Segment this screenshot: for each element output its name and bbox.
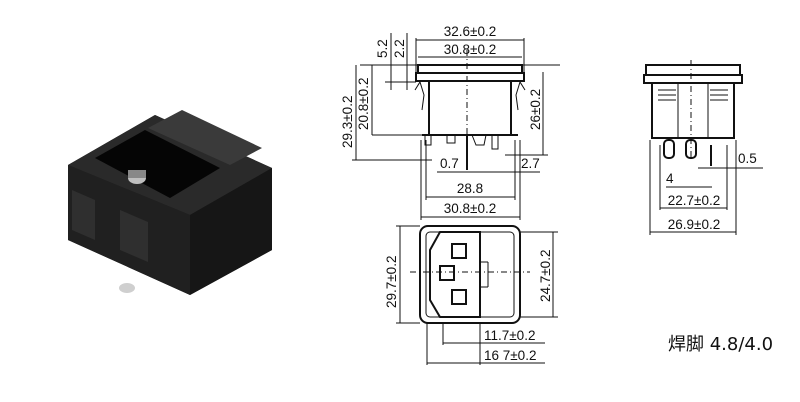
dim-0-7: 0.7: [440, 156, 459, 171]
product-photo: [68, 110, 272, 295]
dim-0-5: 0.5: [738, 151, 757, 166]
dim-body-height: 20.8±0.2: [356, 78, 371, 130]
side-view: 0.5 4 22.7±0.2 26.9±0.2: [643, 60, 763, 235]
face-view: 29.7±0.2 24.7±0.2 11.7±0.2 16 7±0.2: [384, 225, 558, 365]
dim-pin-spacing: 4: [666, 171, 674, 186]
dim-top-outer: 32.6±0.2: [444, 24, 496, 39]
dim-pin-span: 28.8: [457, 181, 483, 196]
dim-outer-width: 26.9±0.2: [668, 217, 720, 232]
dim-inner-width: 22.7±0.2: [668, 193, 720, 208]
dim-16-7: 16 7±0.2: [484, 348, 536, 363]
solder-pin-caption: 焊脚 4.8/4.0: [668, 334, 774, 355]
dim-2-2: 2.2: [392, 39, 407, 58]
dim-outer-height: 29.7±0.2: [384, 256, 399, 308]
dim-inner-height: 24.7±0.2: [538, 250, 553, 302]
dim-11-7: 11.7±0.2: [484, 328, 535, 343]
dim-right-height: 26±0.2: [528, 89, 543, 130]
dim-total-height: 29.3±0.2: [340, 96, 355, 148]
dim-top-inner: 30.8±0.2: [444, 42, 496, 57]
front-view: 32.6±0.2 30.8±0.2 5.2 2.2 29.3±0.2 20.8±…: [340, 24, 560, 220]
dim-5-2: 5.2: [375, 39, 390, 58]
dim-2-7: 2.7: [521, 156, 540, 171]
dim-bottom-width: 30.8±0.2: [444, 201, 496, 216]
